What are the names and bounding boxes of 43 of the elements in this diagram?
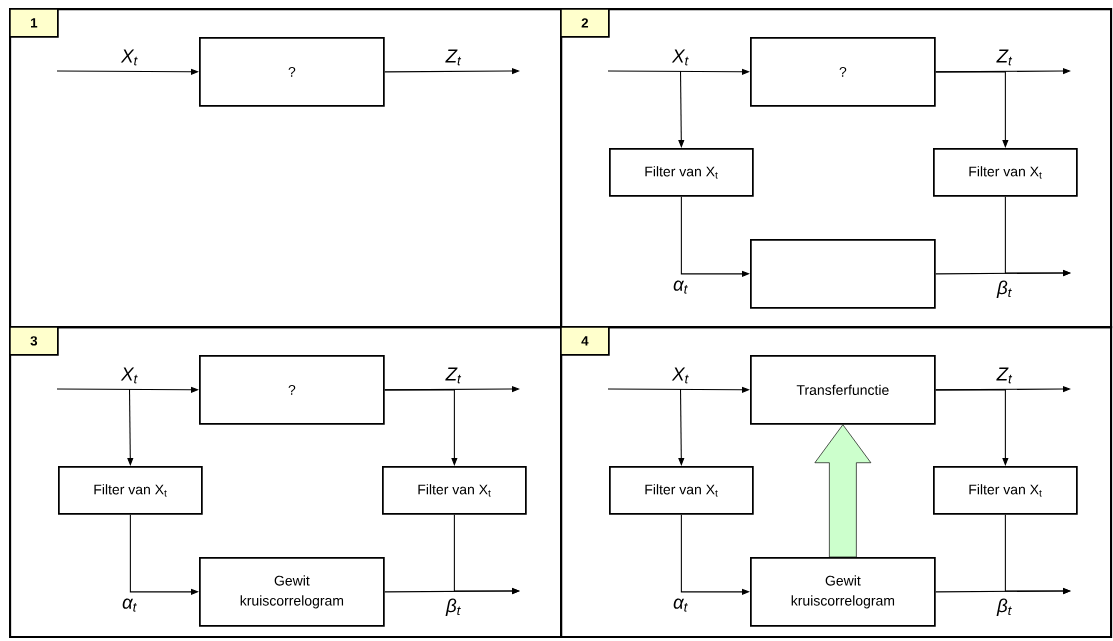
process-box: Gewit kruiscorrelogram <box>199 557 385 627</box>
number-tag: 3 <box>9 326 59 356</box>
block-arrow <box>814 424 872 558</box>
arrow <box>607 386 750 393</box>
edge-label: Z$_{t}$ <box>996 49 1013 66</box>
filter-box: Filter van X$_{t}$ <box>58 466 203 515</box>
number-tag: 2 <box>560 8 610 38</box>
edge-label: α$_{t}$ <box>122 598 137 612</box>
edge-label: Z$_{t}$ <box>445 367 462 384</box>
filter-box: Filter van X$_{t}$ <box>933 148 1078 197</box>
arrow <box>607 68 750 75</box>
process-box: ? <box>199 37 385 107</box>
panel-frame <box>9 326 563 639</box>
panel-frame <box>560 8 1113 329</box>
edge-label: β$_{t}$ <box>445 598 461 616</box>
arrow <box>680 514 750 595</box>
edge-label: Z$_{t}$ <box>445 49 462 66</box>
edge-label: X$_{t}$ <box>671 367 689 384</box>
process-box: ? <box>750 37 936 107</box>
arrow <box>129 514 199 595</box>
filter-box: Filter van X$_{t}$ <box>609 148 754 197</box>
filter-box: Filter van X$_{t}$ <box>382 466 527 515</box>
number-tag: 1 <box>9 8 59 38</box>
panel-frame <box>560 326 1113 639</box>
process-box: Gewit kruiscorrelogram <box>750 557 936 627</box>
filter-box: Filter van X$_{t}$ <box>609 466 754 515</box>
edge-label: β$_{t}$ <box>996 280 1012 298</box>
edge-label: Z$_{t}$ <box>996 367 1013 384</box>
filter-box: Filter van X$_{t}$ <box>933 466 1078 515</box>
panel-frame <box>9 8 563 329</box>
edge-label: α$_{t}$ <box>673 598 688 612</box>
arrow <box>56 68 199 75</box>
edge-label: X$_{t}$ <box>120 367 138 384</box>
arrow <box>680 196 750 277</box>
edge-label: X$_{t}$ <box>671 49 689 66</box>
edge-label: α$_{t}$ <box>673 280 688 294</box>
arrow <box>56 386 199 393</box>
empty-box <box>750 239 936 309</box>
edge-label: β$_{t}$ <box>996 598 1012 616</box>
process-box: Transferfunctie <box>750 355 936 425</box>
number-tag: 4 <box>560 326 610 356</box>
edge-label: X$_{t}$ <box>120 49 138 66</box>
process-box: ? <box>199 355 385 425</box>
